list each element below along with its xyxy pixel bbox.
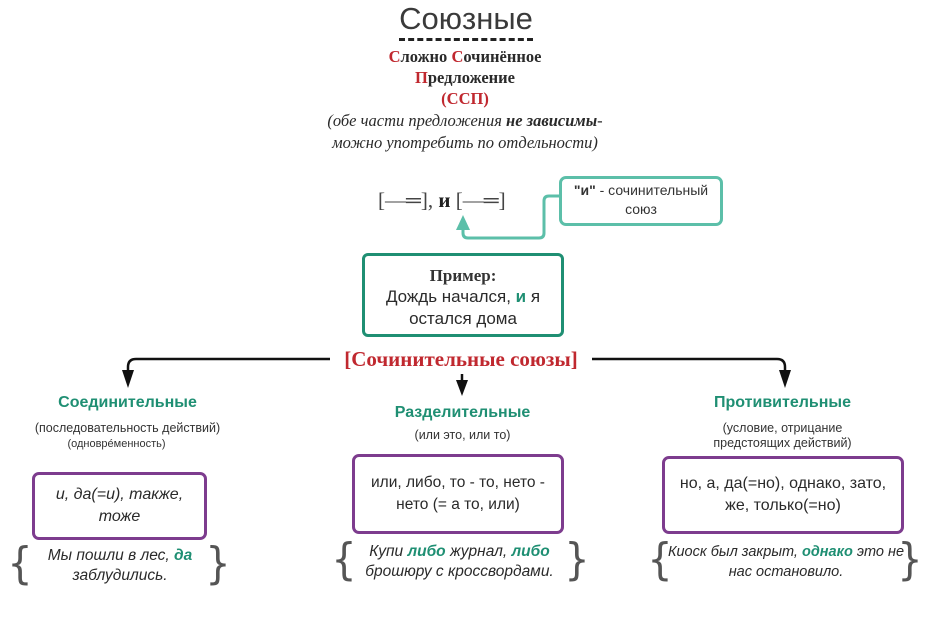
ssp-line2: Предложение (320, 67, 610, 88)
left-brace-icon: { (647, 534, 673, 585)
ssp-letter-s2: С (451, 47, 464, 66)
branch-right-line (592, 357, 787, 372)
category-title: Противительные (714, 394, 851, 411)
note-text: - сочинительный союз (595, 182, 709, 217)
title-text: Союзные (399, 0, 533, 41)
branch-right-arrowhead (779, 370, 791, 388)
right-brace-icon: } (897, 534, 923, 585)
conjunction-box: но, а, да(=но), однако, зато, же, только… (662, 456, 904, 534)
category-connective: Соединительные (последовательность дейст… (20, 394, 235, 452)
ex-after: заблудились. (72, 567, 168, 584)
ex-highlight-1: либо (407, 543, 446, 560)
ssp-abbr: (ССП) (441, 89, 489, 108)
page-title: Союзные (0, 0, 932, 41)
root-label: [Сочинительные союзы] (344, 347, 578, 371)
note-arrow-line (461, 194, 559, 240)
example-sentence: Купи либо журнал, либо брошюру с кроссво… (352, 542, 567, 582)
branch-middle-arrowhead (456, 380, 468, 396)
category-subtitle-2: (одновре́менность) (67, 438, 166, 450)
example-box: Пример: Дождь начался, и я остался дома (362, 253, 564, 337)
category-subtitle: (условие, отрицание предстоящих действий… (713, 421, 852, 450)
example-before: Дождь начался, (385, 287, 516, 306)
ssp-word3: редложение (427, 68, 515, 87)
ssp-letter-p: П (415, 68, 428, 87)
category-title: Соединительные (58, 394, 197, 411)
ex-before: Киоск был закрыт, (667, 544, 802, 560)
ex-before: Купи (369, 543, 408, 560)
scheme-conjunction: и (438, 188, 451, 212)
right-brace-icon: } (564, 534, 590, 585)
note-box: "и" - сочинительный союз (559, 176, 723, 226)
ssp-heading: Сложно Сочинённое Предложение (ССП) (320, 46, 610, 109)
branch-left-arrowhead (122, 370, 134, 388)
ex-highlight-2: либо (511, 543, 550, 560)
ex-mid: журнал, (445, 543, 512, 560)
ssp-description: (обе части предложения не зависимы- можн… (320, 110, 610, 154)
example-sentence: Мы пошли в лес, да заблудились. (30, 546, 210, 586)
example-after: я остался дома (409, 287, 541, 328)
ex-highlight: да (174, 547, 193, 564)
ssp-word2: очинённое (463, 47, 542, 66)
category-subtitle: (последовательность действий) (34, 421, 221, 435)
ex-before: Мы пошли в лес, (47, 547, 175, 564)
scheme-left: [—═], (378, 188, 439, 212)
conjunction-box: или, либо, то - то, нето - нето (= а то,… (352, 454, 564, 534)
note-arrow-head (456, 215, 470, 230)
category-adversative: Противительные (условие, отрицание предс… (660, 394, 905, 451)
desc-part1: (обе части предложения (327, 111, 507, 130)
category-title: Разделительные (394, 404, 531, 421)
ex-after: брошюру с кроссвордами. (365, 563, 554, 580)
example-text: Дождь начался, и я остался дома (365, 286, 561, 330)
ex-highlight: однако (801, 544, 853, 560)
scheme-right: [—═] (450, 188, 506, 212)
sentence-scheme: [—═], и [—═] (378, 188, 506, 213)
example-label: Пример: (429, 266, 497, 285)
branch-left-line (126, 357, 330, 372)
left-brace-icon: { (7, 538, 33, 589)
note-quoted: "и" (573, 182, 596, 198)
category-disjunctive: Разделительные (или это, или то) (340, 404, 585, 443)
conjunction-box: и, да(=и), также, тоже (32, 472, 207, 540)
category-subtitle: (или это, или то) (414, 428, 511, 442)
ssp-line1: Сложно Сочинённое (320, 46, 610, 67)
desc-bold: не зависимы (506, 111, 598, 130)
desc-part2: - можно употребить по отдельности) (332, 111, 603, 152)
example-sentence: Киоск был закрыт, однако это не нас оста… (666, 542, 906, 582)
ssp-word1: ложно (400, 47, 452, 66)
ex-after: это не нас остановило. (728, 544, 905, 580)
left-brace-icon: { (331, 534, 357, 585)
ssp-letter-s1: С (388, 47, 401, 66)
right-brace-icon: } (205, 538, 231, 589)
example-conj: и (515, 287, 527, 306)
